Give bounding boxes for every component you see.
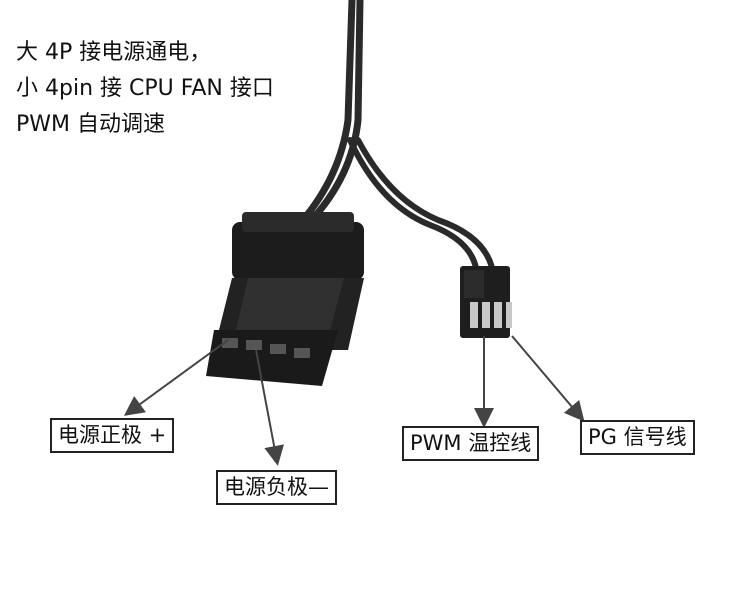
molex-4p-connector	[206, 212, 364, 386]
callout-pwm-line: PWM 温控线	[402, 426, 540, 462]
intro-line-1: 大 4P 接电源通电，	[16, 40, 212, 65]
callout-pg-line: PG 信号线	[580, 420, 695, 456]
arrow-power-negative	[255, 349, 284, 466]
cable-branch-a	[347, 137, 479, 271]
fan-4pin-connector	[460, 266, 512, 338]
cable-main-a	[292, 0, 356, 232]
intro-line-3: PWM 自动调速	[16, 112, 165, 137]
callout-power-positive: 电源正极 +	[50, 418, 175, 454]
callout-arrows	[123, 335, 585, 466]
cable-branch-b	[355, 137, 495, 271]
arrow-pg-line	[511, 335, 585, 422]
intro-line-2: 小 4pin 接 CPU FAN 接口	[16, 76, 274, 101]
callout-power-negative: 电源负极—	[216, 470, 337, 506]
arrow-power-positive	[123, 339, 229, 416]
